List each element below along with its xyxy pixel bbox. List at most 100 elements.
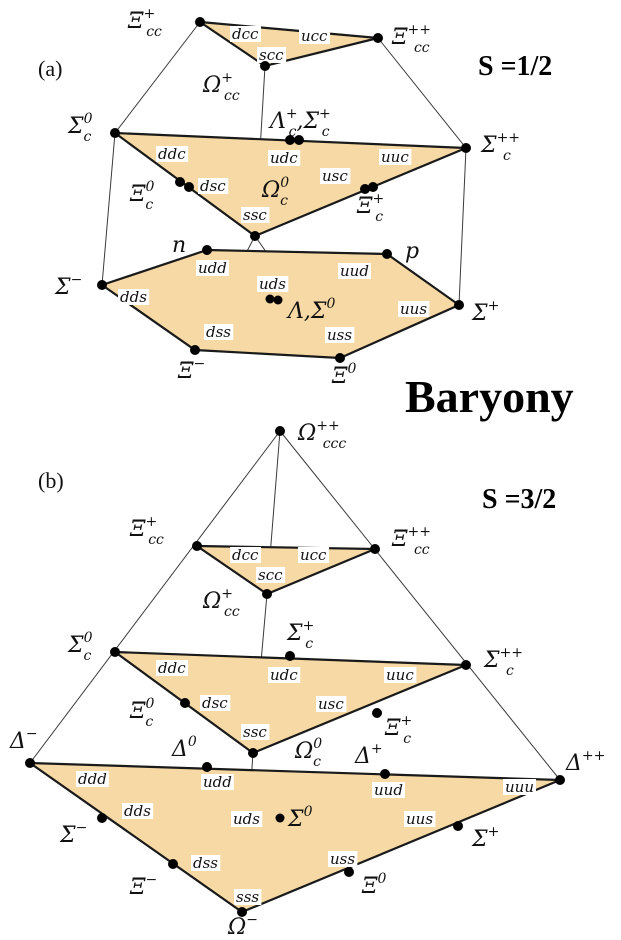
quark-label-background bbox=[325, 327, 355, 343]
quark-label: uds bbox=[259, 275, 286, 293]
particle-dot bbox=[262, 589, 272, 599]
particle-dot bbox=[202, 762, 212, 772]
label-delta-zero: Δ0 bbox=[171, 734, 197, 762]
particle-dot bbox=[25, 758, 35, 768]
quark-label-background bbox=[241, 207, 270, 223]
quark-label: ssc bbox=[243, 723, 267, 741]
quark-label: uus bbox=[400, 300, 427, 318]
quark-label: uus bbox=[406, 810, 433, 828]
quark-label: sss bbox=[236, 888, 259, 906]
particle-dot bbox=[275, 426, 285, 436]
particle-dot bbox=[285, 651, 295, 661]
quark-label-background bbox=[156, 660, 189, 676]
particle-dots-a bbox=[97, 17, 471, 363]
edge bbox=[458, 147, 467, 306]
quark-label: usc bbox=[318, 695, 344, 713]
quark-label-background bbox=[122, 803, 154, 819]
quark-label: scc bbox=[258, 566, 283, 584]
quark-labels-b: dcc ucc scc ddc udc uuc dsc usc ssc ddd … bbox=[76, 546, 536, 906]
particle-dot bbox=[360, 184, 370, 194]
quark-label-background bbox=[503, 779, 536, 795]
quark-label-background bbox=[372, 782, 405, 798]
quark-label-background bbox=[338, 263, 371, 279]
panel-b-label: (b) bbox=[38, 468, 64, 493]
decuplet-plane bbox=[26, 761, 561, 914]
quark-label-background bbox=[398, 301, 430, 317]
particle-dot bbox=[461, 660, 471, 670]
quark-label: dss bbox=[193, 854, 218, 872]
quark-label-background bbox=[384, 667, 417, 683]
quark-label: usc bbox=[322, 167, 348, 185]
label-xi-zero: Ξ0 bbox=[361, 871, 386, 899]
quark-label: uss bbox=[330, 850, 355, 868]
edge bbox=[101, 132, 116, 286]
particle-dot bbox=[368, 182, 378, 192]
particle-dot bbox=[454, 300, 464, 310]
quark-label-background bbox=[118, 289, 150, 305]
label-sigma-minus: Σ− bbox=[54, 272, 82, 300]
label-sigma-plus: Σ+ bbox=[471, 298, 499, 326]
quark-label-background bbox=[268, 667, 301, 683]
quark-label-background bbox=[404, 811, 436, 827]
edge bbox=[377, 37, 467, 149]
label-omega-cc-plus: Ω+cc bbox=[202, 586, 240, 620]
quark-label-background bbox=[298, 547, 330, 563]
edge bbox=[279, 430, 561, 781]
particle-dot bbox=[184, 182, 194, 192]
particle-dot bbox=[285, 135, 295, 145]
quark-label-background bbox=[257, 276, 289, 292]
particle-dot bbox=[380, 769, 390, 779]
quark-label-background bbox=[231, 811, 263, 827]
quark-label: uuc bbox=[386, 666, 414, 684]
particle-dot bbox=[237, 907, 247, 917]
quark-label: dcc bbox=[232, 25, 259, 43]
quark-label-background bbox=[196, 260, 229, 276]
label-n: n bbox=[172, 233, 186, 258]
particle-dot bbox=[250, 231, 260, 241]
spin-label-a: S =1/2 bbox=[478, 51, 552, 82]
particle-dot bbox=[555, 775, 565, 785]
quark-label-background bbox=[268, 150, 301, 166]
quark-label-background bbox=[198, 178, 229, 194]
quark-label: ucc bbox=[300, 546, 327, 564]
particle-dot bbox=[275, 813, 285, 823]
label-xi-zero: Ξ0 bbox=[331, 361, 356, 389]
label-omega-cc-plus: Ω+cc bbox=[202, 70, 240, 104]
quark-label: udd bbox=[198, 259, 227, 277]
quark-label: uuc bbox=[381, 148, 409, 166]
quark-label-background bbox=[234, 889, 262, 905]
label-omega-ccc: Ω++ccc bbox=[297, 418, 346, 452]
label-xi-c-plus: Ξ+c bbox=[384, 713, 412, 747]
particle-dot bbox=[294, 135, 304, 145]
label-delta-plus: Δ+ bbox=[354, 741, 383, 769]
page-title: Baryony bbox=[405, 371, 574, 422]
particle-dot bbox=[97, 813, 107, 823]
quark-label: udd bbox=[203, 773, 232, 791]
quark-label: ddc bbox=[158, 145, 186, 163]
label-xi-cc-plus: Ξ+cc bbox=[127, 6, 162, 40]
label-xi-c-plus: Ξ+c bbox=[356, 191, 384, 225]
quark-label: udc bbox=[270, 666, 298, 684]
particle-dot bbox=[373, 33, 383, 43]
quark-label-background bbox=[204, 324, 234, 340]
particle-dot bbox=[192, 541, 202, 551]
label-xi-cc-plus: Ξ+cc bbox=[129, 514, 164, 548]
quark-label: dsc bbox=[202, 694, 228, 712]
edge bbox=[114, 21, 201, 134]
particle-dot bbox=[265, 294, 275, 304]
particle-dot bbox=[335, 353, 345, 363]
quark-label: uuu bbox=[505, 778, 534, 796]
particle-dot bbox=[461, 143, 471, 153]
quark-label-background bbox=[230, 26, 262, 42]
edge bbox=[29, 430, 281, 764]
label-delta-plusplus: Δ++ bbox=[565, 748, 605, 776]
quark-label-background bbox=[379, 149, 412, 165]
quark-label: dcc bbox=[232, 546, 259, 564]
charm-two-plane bbox=[195, 20, 379, 68]
quark-label-background bbox=[241, 724, 270, 740]
quark-label: ddc bbox=[158, 659, 186, 677]
quark-label: udc bbox=[270, 149, 298, 167]
